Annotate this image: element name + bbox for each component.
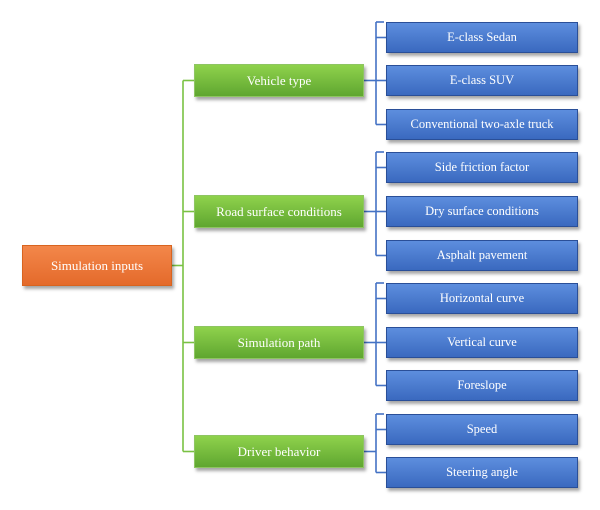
leaf-speed: Speed <box>386 414 578 445</box>
leaf-dry-surface-conditions: Dry surface conditions <box>386 196 578 227</box>
leaf-vertical-curve: Vertical curve <box>386 327 578 358</box>
leaf-foreslope: Foreslope <box>386 370 578 401</box>
category-vehicle-type: Vehicle type <box>194 64 364 97</box>
leaf-steering-angle: Steering angle <box>386 457 578 488</box>
leaf-conventional-two-axle-truck: Conventional two-axle truck <box>386 109 578 140</box>
category-road-surface-conditions: Road surface conditions <box>194 195 364 228</box>
leaf-side-friction-factor: Side friction factor <box>386 152 578 183</box>
leaf-horizontal-curve: Horizontal curve <box>386 283 578 314</box>
root-node: Simulation inputs <box>22 245 172 286</box>
leaf-e-class-sedan: E-class Sedan <box>386 22 578 53</box>
leaf-e-class-suv: E-class SUV <box>386 65 578 96</box>
category-driver-behavior: Driver behavior <box>194 435 364 468</box>
leaf-asphalt-pavement: Asphalt pavement <box>386 240 578 271</box>
category-simulation-path: Simulation path <box>194 326 364 359</box>
